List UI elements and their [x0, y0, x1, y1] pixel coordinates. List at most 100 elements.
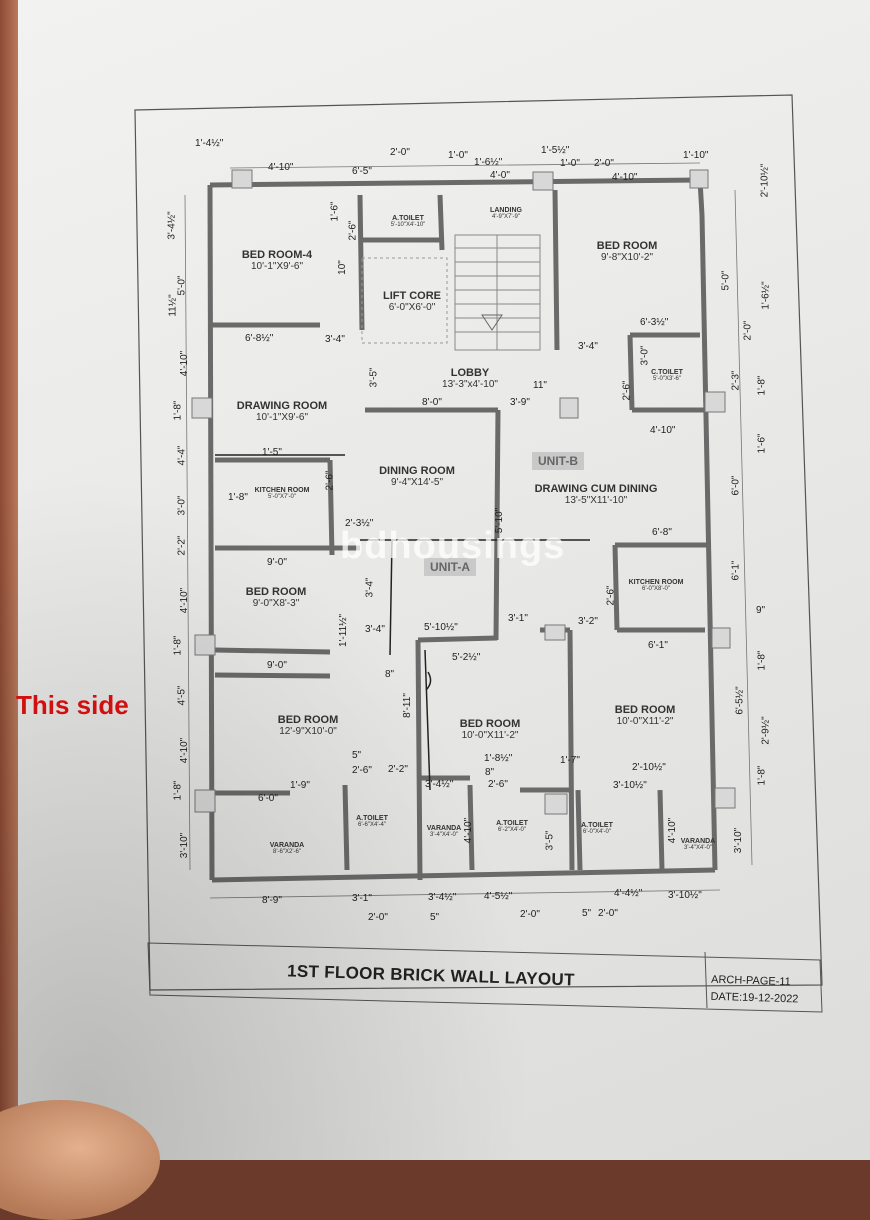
- dim-interior: 3'-2": [578, 616, 598, 627]
- dim-right: 3'-10": [733, 827, 745, 854]
- room-name: BED ROOM: [459, 718, 521, 730]
- side-note-annotation: This side: [16, 690, 129, 720]
- dim-interior: 8": [385, 669, 395, 680]
- unit-b-tag: UNIT-B: [532, 452, 584, 470]
- room-size: 13'-3"x4'-10": [442, 379, 498, 390]
- dim-interior: 2'-6": [621, 380, 633, 401]
- watermark: bdhousings: [340, 525, 566, 567]
- room-lift-core: LIFT CORE 6'-0"X6'-0": [383, 290, 441, 313]
- room-size: 10'-0"X11'-2": [461, 730, 519, 741]
- dim-interior: 1'-11½": [338, 613, 350, 648]
- dim-interior: 8'-0": [422, 397, 442, 408]
- room-name: A.TOILET: [392, 215, 424, 222]
- dim-right: 2'-0": [742, 320, 754, 341]
- room-size: 9'-0"X8'-3": [252, 598, 300, 609]
- room-name: DRAWING ROOM: [236, 400, 328, 412]
- room-name: BED ROOM: [245, 586, 307, 598]
- dim-interior: 4'-10": [667, 817, 679, 844]
- room-varanda-right: VARANDA 3'-4"X4'-0": [681, 838, 715, 851]
- room-drawing-room: DRAWING ROOM 10'-1"X9'-6": [237, 400, 327, 423]
- dim-top: 1'-5½": [541, 145, 570, 156]
- dim-interior: 3'-0": [639, 345, 651, 366]
- dim-top: 6'-5": [352, 166, 372, 177]
- room-name: DRAWING CUM DINING: [534, 483, 658, 495]
- dim-right: 6'-5½": [734, 686, 746, 715]
- dim-interior: 1'-7": [560, 755, 580, 766]
- room-name: BED ROOM: [614, 704, 676, 716]
- room-c-toilet: C.TOILET 5'-0"X3'-6": [651, 369, 683, 382]
- room-size: 5'-10"X4'-10": [390, 222, 426, 228]
- dim-interior: 2'-10½": [632, 762, 666, 773]
- room-size: 9'-8"X10'-2": [600, 252, 654, 263]
- dim-top: 1'-0": [448, 150, 468, 161]
- room-name: A.TOILET: [496, 820, 528, 827]
- dim-interior: 1'-8½": [484, 753, 513, 764]
- dim-bottom: 3'-10½": [668, 890, 702, 901]
- room-name: A.TOILET: [581, 822, 613, 829]
- dim-top: 4'-10": [612, 172, 638, 183]
- dim-bottom: 4'-4½": [614, 888, 643, 899]
- room-a-toilet-bottom-right: A.TOILET 6'-0"X4'-0": [581, 822, 613, 835]
- dim-left: 1'-8": [172, 635, 184, 656]
- dim-right: 1'-8": [756, 765, 768, 786]
- room-drawing-cum-dining: DRAWING CUM DINING 13'-5"X11'-10": [535, 483, 658, 506]
- room-size: 5'-0"X7'-0": [268, 494, 296, 500]
- room-bed-room-bottom-mid: BED ROOM 10'-0"X11'-2": [460, 718, 521, 741]
- unit-a-tag: UNIT-A: [424, 558, 476, 576]
- dim-right: 2'-9½": [760, 716, 772, 745]
- dim-right: 1'-8": [756, 375, 768, 396]
- drawing-date: DATE:19-12-2022: [710, 990, 799, 1006]
- room-size: 8'-6"X2'-6": [273, 849, 301, 855]
- paper-sheet: [0, 0, 870, 1160]
- room-varanda-mid: VARANDA 3'-4"X4'-0": [427, 825, 461, 838]
- room-landing: LANDING 4'-9"X7'-9": [490, 207, 522, 220]
- room-bed-room-right: BED ROOM 10'-0"X11'-2": [615, 704, 676, 727]
- dim-interior: 6'-0": [258, 793, 278, 804]
- room-name: VARANDA: [269, 842, 305, 849]
- dim-bottom: 3'-1": [352, 893, 372, 904]
- dim-top: 2'-10½": [759, 163, 771, 198]
- dim-top: 1'-0": [560, 158, 580, 169]
- room-name: C.TOILET: [651, 369, 683, 376]
- dim-interior: 3'-4": [325, 334, 345, 345]
- dim-interior: 6'-8": [652, 527, 672, 538]
- dim-top: 1'-6½": [474, 157, 503, 168]
- dim-interior: 8": [485, 767, 495, 778]
- room-a-toilet-top: A.TOILET 5'-10"X4'-10": [391, 215, 426, 228]
- dim-right: 5'-0": [720, 270, 732, 291]
- room-size: 10'-1"X9'-6": [255, 412, 309, 423]
- room-name: LOBBY: [450, 367, 490, 379]
- dim-right: 6'-1": [730, 560, 742, 581]
- dim-interior: 3'-1": [508, 613, 528, 624]
- room-size: 5'-0"X3'-6": [653, 376, 681, 382]
- dim-left: 5'-0": [176, 275, 188, 296]
- dim-right: 1'-6½": [760, 281, 772, 310]
- dim-interior: 3'-4": [365, 624, 385, 635]
- room-name: KITCHEN ROOM: [628, 579, 684, 586]
- dim-left: 4'-10": [179, 737, 191, 764]
- room-size: 4'-9"X7'-9": [492, 214, 520, 220]
- dim-top: 4'-10": [268, 162, 294, 173]
- dim-interior: 3'-10½": [613, 780, 647, 791]
- room-dining-room: DINING ROOM 9'-4"X14'-5": [379, 465, 455, 488]
- room-a-toilet-bottom-left: A.TOILET 6'-6"X4'-4": [356, 815, 388, 828]
- room-name: BED ROOM: [277, 714, 339, 726]
- dim-interior: 3'-5": [544, 830, 556, 851]
- dim-left: 2'-2": [176, 535, 188, 556]
- dim-bottom: 2'-0": [520, 909, 540, 920]
- dim-bottom: 5": [582, 908, 592, 919]
- dim-interior: 9'-0": [267, 660, 287, 671]
- room-kitchen-left: KITCHEN ROOM 5'-0"X7'-0": [255, 487, 310, 500]
- drawing-title: 1ST FLOOR BRICK WALL LAYOUT: [286, 961, 576, 990]
- dim-interior: 2'-2": [388, 764, 408, 775]
- dim-left: 4'-5": [176, 685, 188, 706]
- dim-bottom: 4'-5½": [484, 891, 513, 902]
- dim-bottom: 8'-9": [262, 895, 282, 906]
- room-kitchen-right: KITCHEN ROOM 6'-0"X8'-0": [629, 579, 684, 592]
- room-name: LIFT CORE: [382, 290, 442, 302]
- dim-interior: 5'-2½": [452, 652, 481, 663]
- room-size: 6'-0"X8'-0": [642, 586, 670, 592]
- dim-interior: 1'-8": [228, 492, 248, 503]
- room-bed-room-mid-left: BED ROOM 9'-0"X8'-3": [246, 586, 307, 609]
- dim-interior: 2'-3½": [345, 518, 374, 529]
